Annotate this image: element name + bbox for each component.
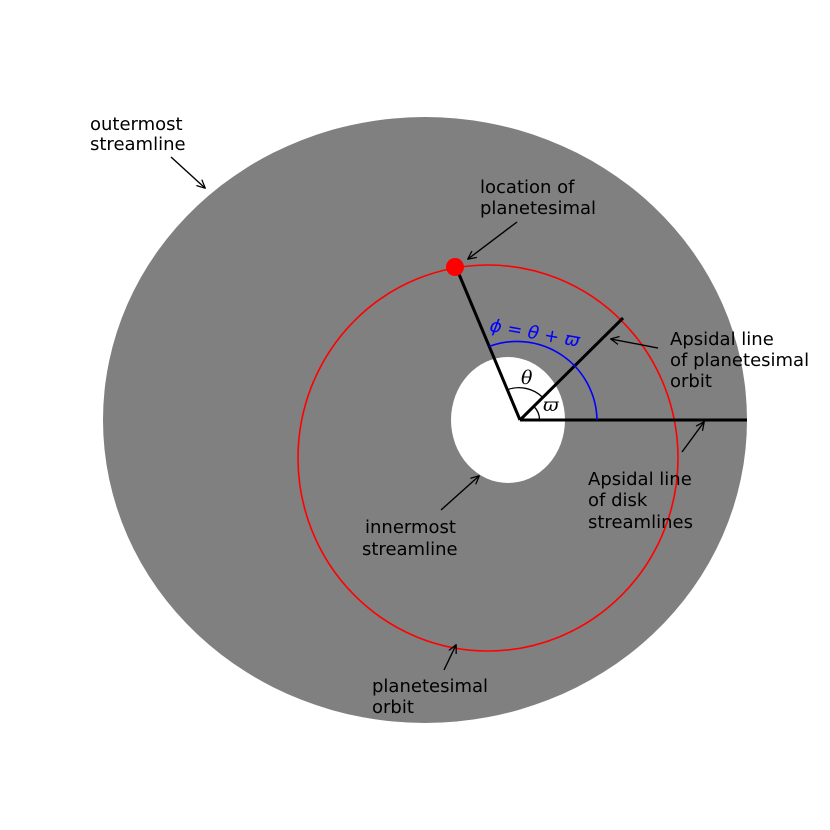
planetesimal-radius-line <box>454 266 522 421</box>
apsidal-disk-label-line3: streamlines <box>588 512 693 533</box>
orbit-arrow <box>443 645 456 671</box>
apsidal-planet-label-line3: orbit <box>670 371 712 392</box>
varpi-symbol: ϖ <box>543 394 559 416</box>
innermost-label-line1: innermost <box>365 517 456 538</box>
varpi-angle-arc <box>533 405 541 421</box>
apsidal-disk-label-line2: of disk <box>588 490 648 511</box>
apsidal-planet-arrow <box>611 339 659 349</box>
planetesimal-apsidal-line <box>518 316 625 422</box>
outermost-label-line2: streamline <box>90 134 186 155</box>
location-arrow <box>468 221 518 259</box>
theta-angle-arc <box>507 387 544 398</box>
orbit-label-line2: orbit <box>372 697 414 718</box>
innermost-label-line2: streamline <box>362 539 458 560</box>
apsidal-planet-label-line2: of planetesimal <box>670 350 809 371</box>
outermost-label-line1: outermost <box>90 114 183 135</box>
phi-angle-arc <box>489 340 598 421</box>
planetesimal-orbit-ellipse <box>297 264 679 652</box>
planetesimal-dot <box>446 258 464 276</box>
apsidal-planet-label-line1: Apsidal line <box>670 329 774 350</box>
outer-disk <box>103 117 747 723</box>
location-label-line2: planetesimal <box>480 198 596 219</box>
location-label-line1: location of <box>480 177 575 198</box>
theta-symbol: θ <box>521 367 533 389</box>
outermost-arrow <box>170 156 205 188</box>
apsidal-disk-arrow <box>681 422 704 453</box>
orbit-label-line1: planetesimal <box>372 676 488 697</box>
inner-hole <box>451 357 565 483</box>
innermost-arrow <box>440 476 479 511</box>
apsidal-disk-label-line1: Apsidal line <box>588 469 692 490</box>
